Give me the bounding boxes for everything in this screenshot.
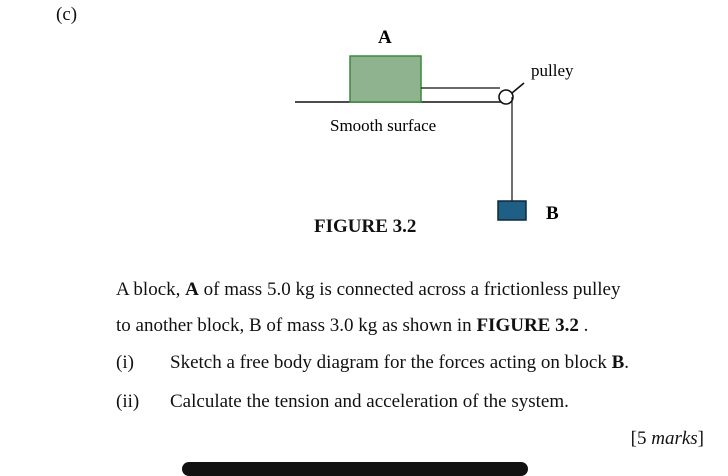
item-i-number: (i) xyxy=(116,352,134,373)
figure-caption: FIGURE 3.2 xyxy=(314,216,417,237)
question-line-1: A block, A of mass 5.0 kg is connected a… xyxy=(116,279,621,300)
item-i-text: Sketch a free body diagram for the force… xyxy=(170,352,630,373)
marks-label: [5 marks] xyxy=(630,428,704,449)
label-a: A xyxy=(378,27,392,48)
figure-diagram: A pulley Smooth surface B xyxy=(295,27,574,224)
item-ii-number: (ii) xyxy=(116,391,140,412)
label-pulley: pulley xyxy=(531,61,574,80)
pulley-icon xyxy=(498,89,514,105)
block-a xyxy=(349,55,422,103)
question-line-2: to another block, B of mass 3.0 kg as sh… xyxy=(116,315,589,336)
label-b: B xyxy=(546,203,559,224)
bottom-bar xyxy=(182,462,528,476)
pulley-bracket xyxy=(511,82,525,94)
part-label: (c) xyxy=(56,4,78,25)
label-surface: Smooth surface xyxy=(330,116,436,135)
item-ii-text: Calculate the tension and acceleration o… xyxy=(170,391,569,412)
block-b xyxy=(497,200,527,221)
